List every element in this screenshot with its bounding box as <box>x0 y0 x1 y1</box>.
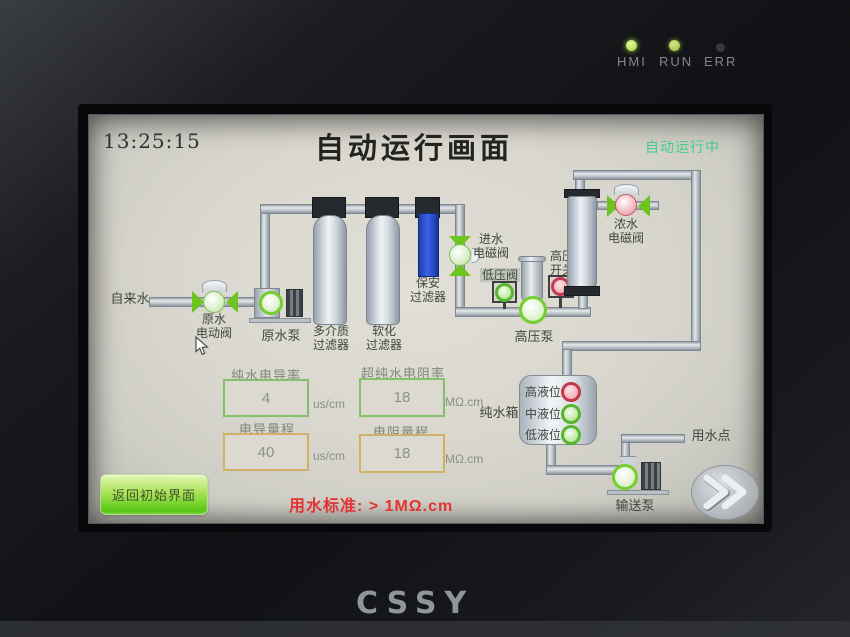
pipe-loop-right <box>691 170 701 351</box>
resistance-range-unit: MΩ.cm <box>445 452 484 466</box>
resistance-range-value: 18 <box>393 445 411 462</box>
pipe-rawpump-riser <box>260 204 270 292</box>
hp-pump-column <box>521 260 543 300</box>
mouse-cursor <box>195 336 209 356</box>
concentrate-valve-actuator-icon <box>614 184 639 195</box>
low-pressure-label-text: 低压阀 <box>479 268 520 282</box>
hp-pump-flange <box>518 256 546 262</box>
concentrate-valve-label: 浓水 电磁阀 <box>607 217 644 246</box>
transfer-pump-base <box>607 490 669 495</box>
conductivity-range-box[interactable]: 40 <box>223 433 309 471</box>
raw-valve-label: 原水 电动阀 <box>195 312 232 341</box>
ro-membrane-vessel <box>567 196 597 287</box>
pipe-loop-top <box>573 170 701 180</box>
raw-pump-base <box>249 318 311 323</box>
clock: 13:25:15 <box>103 129 201 153</box>
transfer-pump-icon <box>612 464 638 490</box>
resistivity-unit: MΩ.cm <box>445 395 484 409</box>
security-filter-column <box>418 213 439 277</box>
hmi-led-label: HMI <box>617 54 647 69</box>
use-point-label: 用水点 <box>691 428 731 443</box>
pipe-membrane-bottom-stub <box>578 295 588 309</box>
run-led-label: RUN <box>659 54 694 69</box>
hp-pump-label: 高压泵 <box>514 329 554 344</box>
raw-pump-label: 原水泵 <box>261 328 301 343</box>
err-led <box>716 43 725 52</box>
resistance-range-box[interactable]: 18 <box>359 434 445 473</box>
media-filter-label: 多介质 过滤器 <box>312 324 349 353</box>
run-status-text: 自动运行中 <box>645 139 720 155</box>
fast-forward-icon <box>703 474 747 511</box>
resistivity-value: 18 <box>393 389 411 406</box>
security-filter-label: 保安 过滤器 <box>409 276 446 305</box>
next-page-button[interactable] <box>691 465 759 520</box>
hmi-screen: 13:25:15 自动运行画面 自动运行中 多介质 过滤器 软化 过滤器 保安 … <box>88 114 764 524</box>
level-high-indicator-icon <box>561 382 581 402</box>
run-led <box>669 40 680 51</box>
level-low-indicator-icon <box>561 425 581 445</box>
inlet-valve-wedge-icon <box>449 264 471 276</box>
raw-valve-wedge-icon <box>226 291 238 313</box>
conductivity-unit: us/cm <box>313 397 346 411</box>
pipe-usepoint-run <box>621 434 685 443</box>
pure-water-tank <box>519 375 597 445</box>
conductivity-value: 4 <box>261 389 271 407</box>
concentrate-valve-wedge-icon <box>638 195 650 217</box>
page-title: 自动运行画面 <box>314 131 513 165</box>
low-pressure-indicator-icon <box>495 283 514 302</box>
resistivity-label: 超纯水电阻率 <box>361 366 446 381</box>
bezel-bottom-edge <box>0 621 850 637</box>
hp-switch-stem <box>559 298 562 308</box>
resistivity-value-box: 18 <box>359 378 445 417</box>
water-standard-text: 用水标准: > 1MΩ.cm <box>289 498 454 515</box>
raw-pump-icon <box>259 291 283 315</box>
conductivity-value-box: 4 <box>223 379 309 417</box>
inlet-valve-ball-icon <box>449 244 471 266</box>
conductivity-range-value: 40 <box>257 443 275 461</box>
raw-pump-motor-icon <box>286 289 303 317</box>
softener-filter-vessel <box>366 215 400 325</box>
level-mid-indicator-icon <box>561 404 581 424</box>
back-home-button[interactable]: 返回初始界面 <box>100 474 208 515</box>
raw-valve-actuator-icon <box>202 280 227 292</box>
inlet-valve-label: 进水 电磁阀 <box>472 232 509 261</box>
raw-valve-ball-icon <box>203 291 225 313</box>
conductivity-range-unit: us/cm <box>313 449 346 463</box>
level-mid-label: 中液位 <box>524 407 561 421</box>
err-led-label: ERR <box>704 54 738 69</box>
back-home-button-label: 返回初始界面 <box>111 488 196 503</box>
level-high-label: 高液位 <box>524 385 561 399</box>
level-low-label: 低液位 <box>524 428 561 442</box>
brand-logo: CSSY <box>356 586 475 621</box>
softener-filter-label: 软化 过滤器 <box>365 324 402 353</box>
pipe-loop-bottom <box>562 341 701 351</box>
concentrate-valve-ball-icon <box>615 194 637 216</box>
hmi-led <box>626 40 637 51</box>
pure-tank-label: 纯水箱 <box>479 405 519 420</box>
tap-water-label: 自来水 <box>110 291 150 306</box>
membrane-bottom-cap <box>564 286 600 296</box>
raw-valve-wedge-icon <box>192 291 204 313</box>
media-filter-vessel <box>313 215 347 325</box>
transfer-pump-label: 输送泵 <box>615 498 655 513</box>
low-pressure-stem <box>503 303 506 309</box>
hp-pump-icon <box>519 296 547 324</box>
transfer-pump-motor-icon <box>641 462 661 490</box>
low-pressure-label: 低压阀 <box>478 268 522 282</box>
